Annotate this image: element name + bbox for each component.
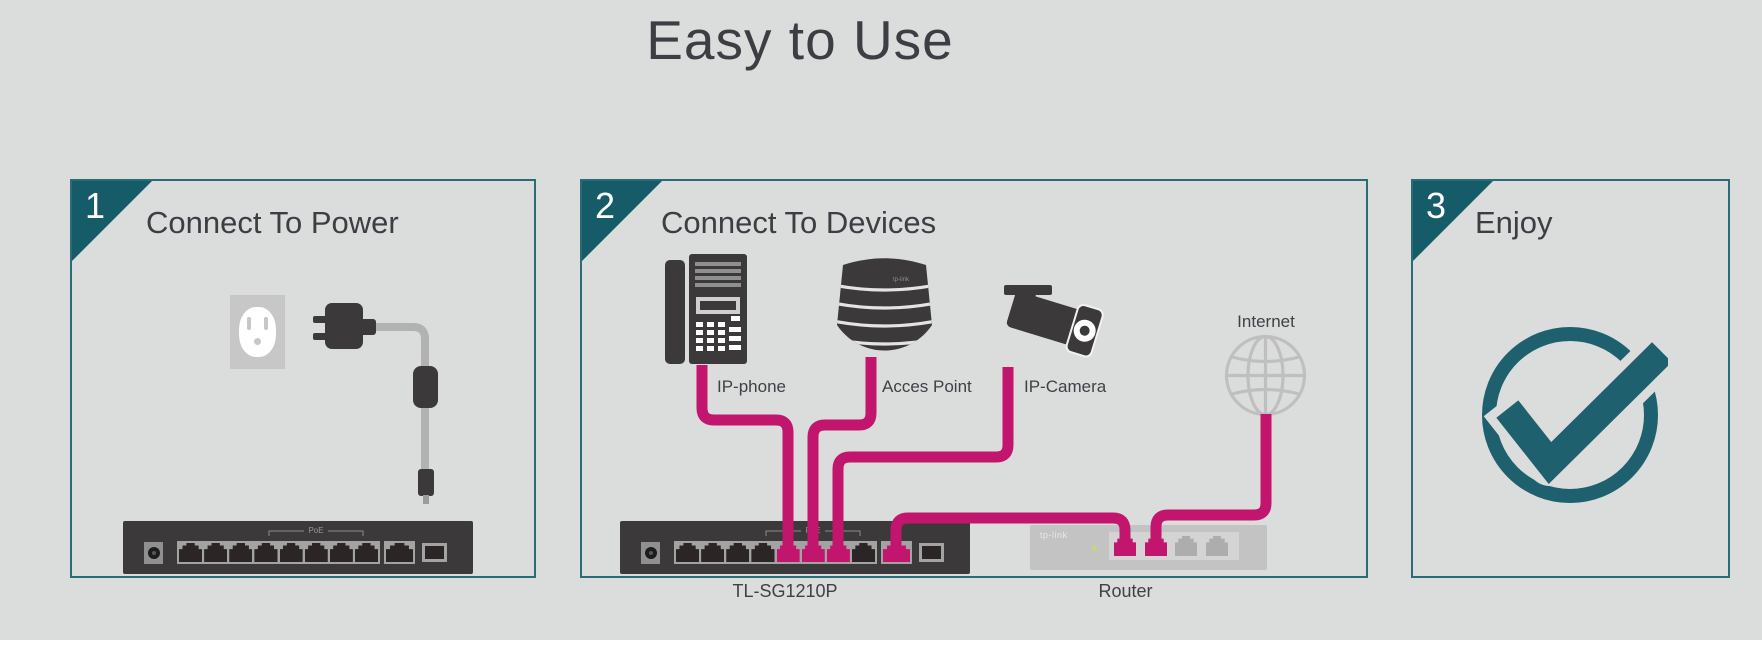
camera-label: IP-Camera <box>1024 377 1107 396</box>
ethernet-port <box>851 543 875 562</box>
ethernet-port <box>179 543 203 562</box>
step-card-connect-to-power: 1 Connect To Power PoE <box>70 179 536 578</box>
power-adapter-icon <box>413 366 438 408</box>
dc-connector-icon <box>418 469 434 496</box>
outlet-face <box>239 307 276 357</box>
outlet-hole <box>254 338 261 345</box>
router-label: Router <box>1098 581 1153 601</box>
power-port <box>144 542 163 564</box>
plug-neck <box>358 319 376 335</box>
access-point-label: Acces Point <box>882 377 972 396</box>
outlet-slot <box>264 317 268 330</box>
ethernet-port-connected <box>801 543 825 562</box>
switch-illustration: PoE <box>620 521 970 574</box>
internet-label: Internet <box>1237 312 1295 331</box>
switch-model-label: TL-SG1210P <box>732 581 838 601</box>
sfp-port <box>919 543 944 562</box>
step-corner-badge <box>582 181 662 261</box>
cable-phone-to-switch <box>696 365 794 549</box>
uplink-port <box>384 541 415 564</box>
ethernet-port <box>229 543 253 562</box>
step-title: Enjoy <box>1475 205 1553 240</box>
poe-label: PoE <box>308 526 324 535</box>
ethernet-port <box>751 543 775 562</box>
step-corner-badge <box>72 181 152 261</box>
ethernet-port <box>701 543 725 562</box>
ethernet-port <box>204 543 228 562</box>
power-plug-icon <box>325 303 363 349</box>
network-cables <box>696 357 1272 549</box>
step-card-enjoy: 3 Enjoy <box>1411 179 1730 578</box>
ethernet-ports <box>674 541 877 564</box>
cable-internet-to-router <box>1150 414 1272 543</box>
sfp-port <box>422 543 447 562</box>
dc-connector-tip <box>423 495 429 504</box>
cable-switch-to-router <box>890 512 1131 549</box>
ip-phone-icon <box>665 254 747 364</box>
step-number: 1 <box>85 185 106 226</box>
router-led <box>1092 546 1097 551</box>
plug-prong <box>313 316 330 323</box>
step-title: Connect To Power <box>146 205 399 240</box>
ethernet-port <box>329 543 353 562</box>
step-title: Connect To Devices <box>661 205 937 240</box>
step-card-connect-to-devices: 2 Connect To Devices <box>580 179 1368 601</box>
uplink-port <box>881 541 912 564</box>
ethernet-port <box>676 543 700 562</box>
router-port <box>1206 536 1228 556</box>
page-bottom-strip <box>0 640 1762 649</box>
router-brand: tp-link <box>1040 530 1068 540</box>
switch-illustration: PoE <box>123 521 473 574</box>
poe-ports-bracket: PoE <box>268 525 364 536</box>
cable-camera-to-switch <box>832 367 1014 549</box>
ethernet-port <box>254 543 278 562</box>
step-corner-badge <box>1413 181 1493 261</box>
ethernet-port <box>354 543 378 562</box>
router-port <box>1175 536 1197 556</box>
step-number: 2 <box>595 185 616 226</box>
ethernet-port <box>304 543 328 562</box>
ethernet-ports <box>177 541 380 564</box>
power-outlet-icon <box>230 295 285 369</box>
step-number: 3 <box>1426 185 1447 226</box>
router-ports <box>1109 532 1239 560</box>
ethernet-port <box>279 543 303 562</box>
power-port <box>641 542 660 564</box>
access-point-icon: tp-link <box>837 258 932 351</box>
success-checkmark-icon <box>1476 325 1685 516</box>
ethernet-port-connected <box>776 543 800 562</box>
ethernet-port <box>726 543 750 562</box>
phone-label: IP-phone <box>717 377 786 396</box>
ap-brand-logo: tp-link <box>893 277 910 283</box>
router-illustration: tp-link <box>1030 525 1267 570</box>
plug-prong <box>313 333 330 340</box>
ip-camera-icon <box>1004 285 1104 358</box>
power-cord <box>372 323 429 471</box>
outlet-slot <box>247 317 251 330</box>
page-title: Easy to Use <box>646 9 954 71</box>
cable-ap-to-switch <box>807 357 877 549</box>
